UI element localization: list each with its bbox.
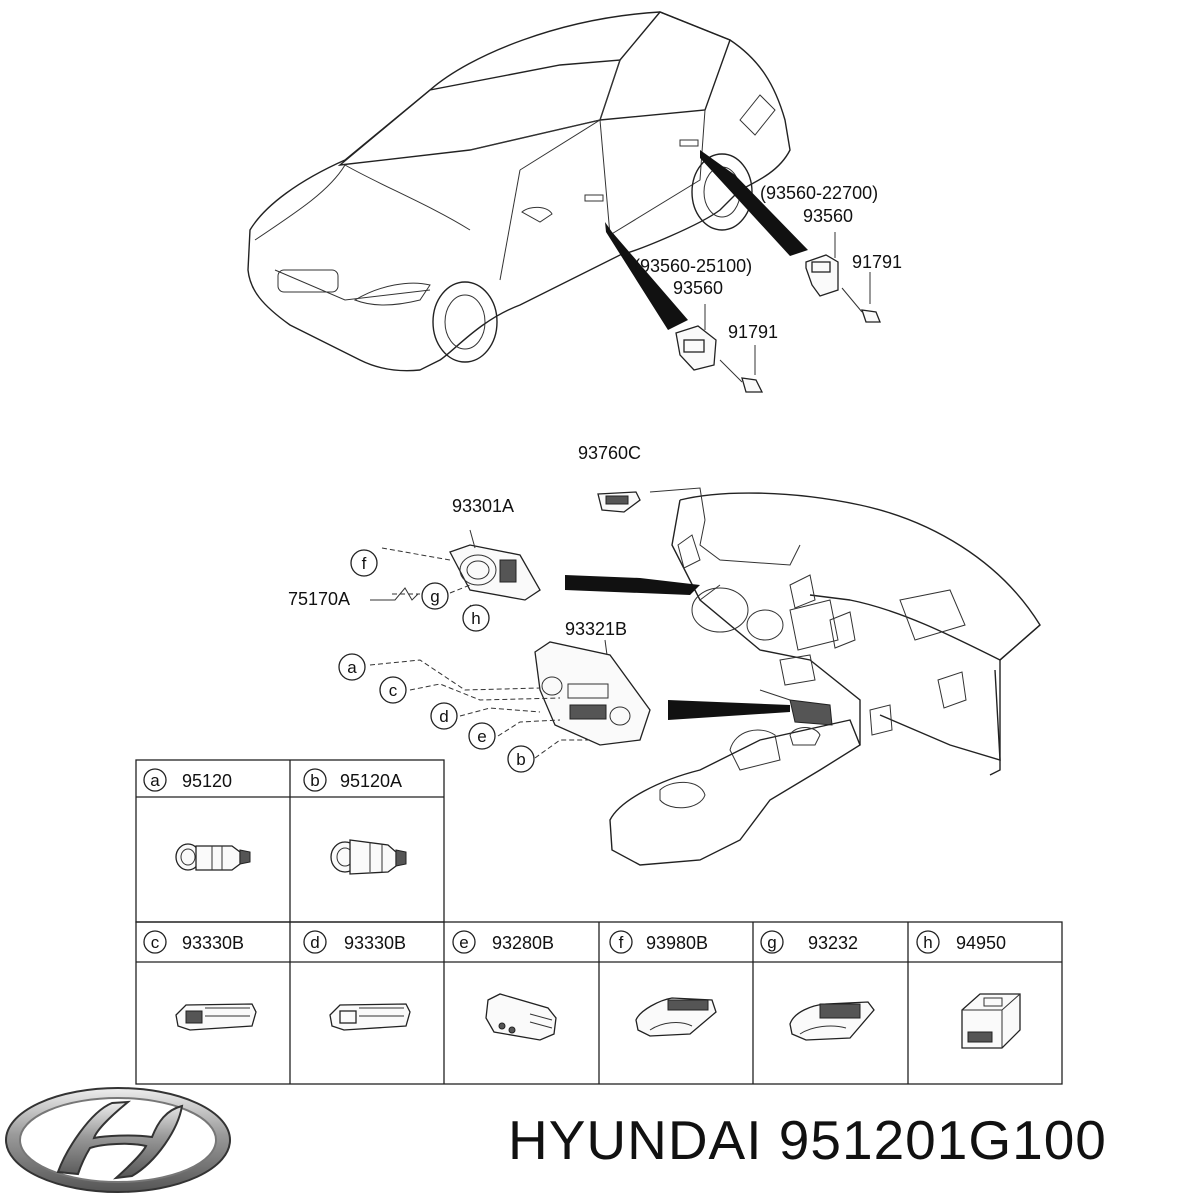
svg-text:b: b xyxy=(516,750,525,769)
part-image-d xyxy=(329,1003,411,1031)
svg-text:f: f xyxy=(619,933,624,952)
letter-callout-a: a xyxy=(338,653,366,681)
svg-text:94950: 94950 xyxy=(956,933,1006,953)
leader-center xyxy=(668,700,790,720)
cluster-switch-part xyxy=(449,529,541,601)
svg-text:93330B: 93330B xyxy=(344,933,406,953)
part-image-e xyxy=(485,993,557,1041)
svg-text:a: a xyxy=(150,771,160,790)
parts-table xyxy=(135,759,1063,1085)
vent-part xyxy=(597,491,641,513)
brand-caption: HYUNDAI 951201G100 xyxy=(508,1109,1107,1171)
svg-text:h: h xyxy=(471,609,480,628)
letter-callout-e: e xyxy=(468,722,496,750)
letter-callout-h: h xyxy=(462,604,490,632)
svg-text:a: a xyxy=(347,658,357,677)
table-cell-header-c: c 93330B xyxy=(143,930,244,954)
svg-text:g: g xyxy=(430,587,439,606)
table-cell-header-f: f 93980B xyxy=(609,930,708,954)
svg-text:d: d xyxy=(310,933,319,952)
svg-text:95120: 95120 xyxy=(182,771,232,791)
svg-text:h: h xyxy=(923,933,932,952)
table-cell-header-g: g 93232 xyxy=(760,930,858,954)
table-cell-header-d: d 93330B xyxy=(303,930,406,954)
callout-center-switch: 93321B xyxy=(565,619,627,639)
callout-vent: 93760C xyxy=(578,443,641,463)
callout-front-screw: 91791 xyxy=(728,322,778,342)
svg-text:93980B: 93980B xyxy=(646,933,708,953)
svg-text:93330B: 93330B xyxy=(182,933,244,953)
leader-front-door xyxy=(605,222,688,330)
rear-door-switch xyxy=(805,232,881,323)
part-image-a xyxy=(175,843,251,871)
front-door-switch xyxy=(675,304,764,393)
letter-callout-b: b xyxy=(507,745,535,773)
part-image-f xyxy=(635,997,717,1037)
letter-callout-c: c xyxy=(379,676,407,704)
center-switch-part xyxy=(534,639,651,746)
table-cell-header-e: e 93280B xyxy=(452,930,554,954)
svg-text:f: f xyxy=(362,554,367,573)
letter-callout-f: f xyxy=(350,549,378,577)
callout-cluster-switch: 93301A xyxy=(452,496,514,516)
svg-text:c: c xyxy=(151,933,160,952)
car-illustration xyxy=(247,11,791,372)
leader-rear-door xyxy=(700,150,808,256)
part-image-b xyxy=(330,839,407,875)
callout-front-alt: (93560-25100) xyxy=(634,256,752,276)
svg-text:b: b xyxy=(310,771,319,790)
letter-callout-g: g xyxy=(421,582,449,610)
hyundai-logo xyxy=(5,1087,231,1193)
svg-text:e: e xyxy=(459,933,468,952)
callout-sub-part: 75170A xyxy=(288,589,350,609)
leader-cluster xyxy=(565,575,700,595)
svg-text:93232: 93232 xyxy=(808,933,858,953)
svg-text:c: c xyxy=(389,681,398,700)
callout-front-part: 93560 xyxy=(673,278,723,298)
letter-callout-d: d xyxy=(430,702,458,730)
part-image-h xyxy=(961,993,1021,1049)
callout-rear-alt: (93560-22700) xyxy=(760,183,878,203)
part-image-c xyxy=(175,1003,257,1031)
svg-text:93280B: 93280B xyxy=(492,933,554,953)
table-cell-header-a: a 95120 xyxy=(143,768,232,792)
callout-rear-screw: 91791 xyxy=(852,252,902,272)
svg-text:d: d xyxy=(439,707,448,726)
table-cell-header-h: h 94950 xyxy=(916,930,1006,954)
svg-text:e: e xyxy=(477,727,486,746)
table-cell-header-b: b 95120A xyxy=(303,768,402,792)
callout-rear-part: 93560 xyxy=(803,206,853,226)
part-image-g xyxy=(789,1001,875,1041)
svg-text:95120A: 95120A xyxy=(340,771,402,791)
dashboard-illustration xyxy=(609,487,1041,866)
svg-text:g: g xyxy=(767,933,776,952)
